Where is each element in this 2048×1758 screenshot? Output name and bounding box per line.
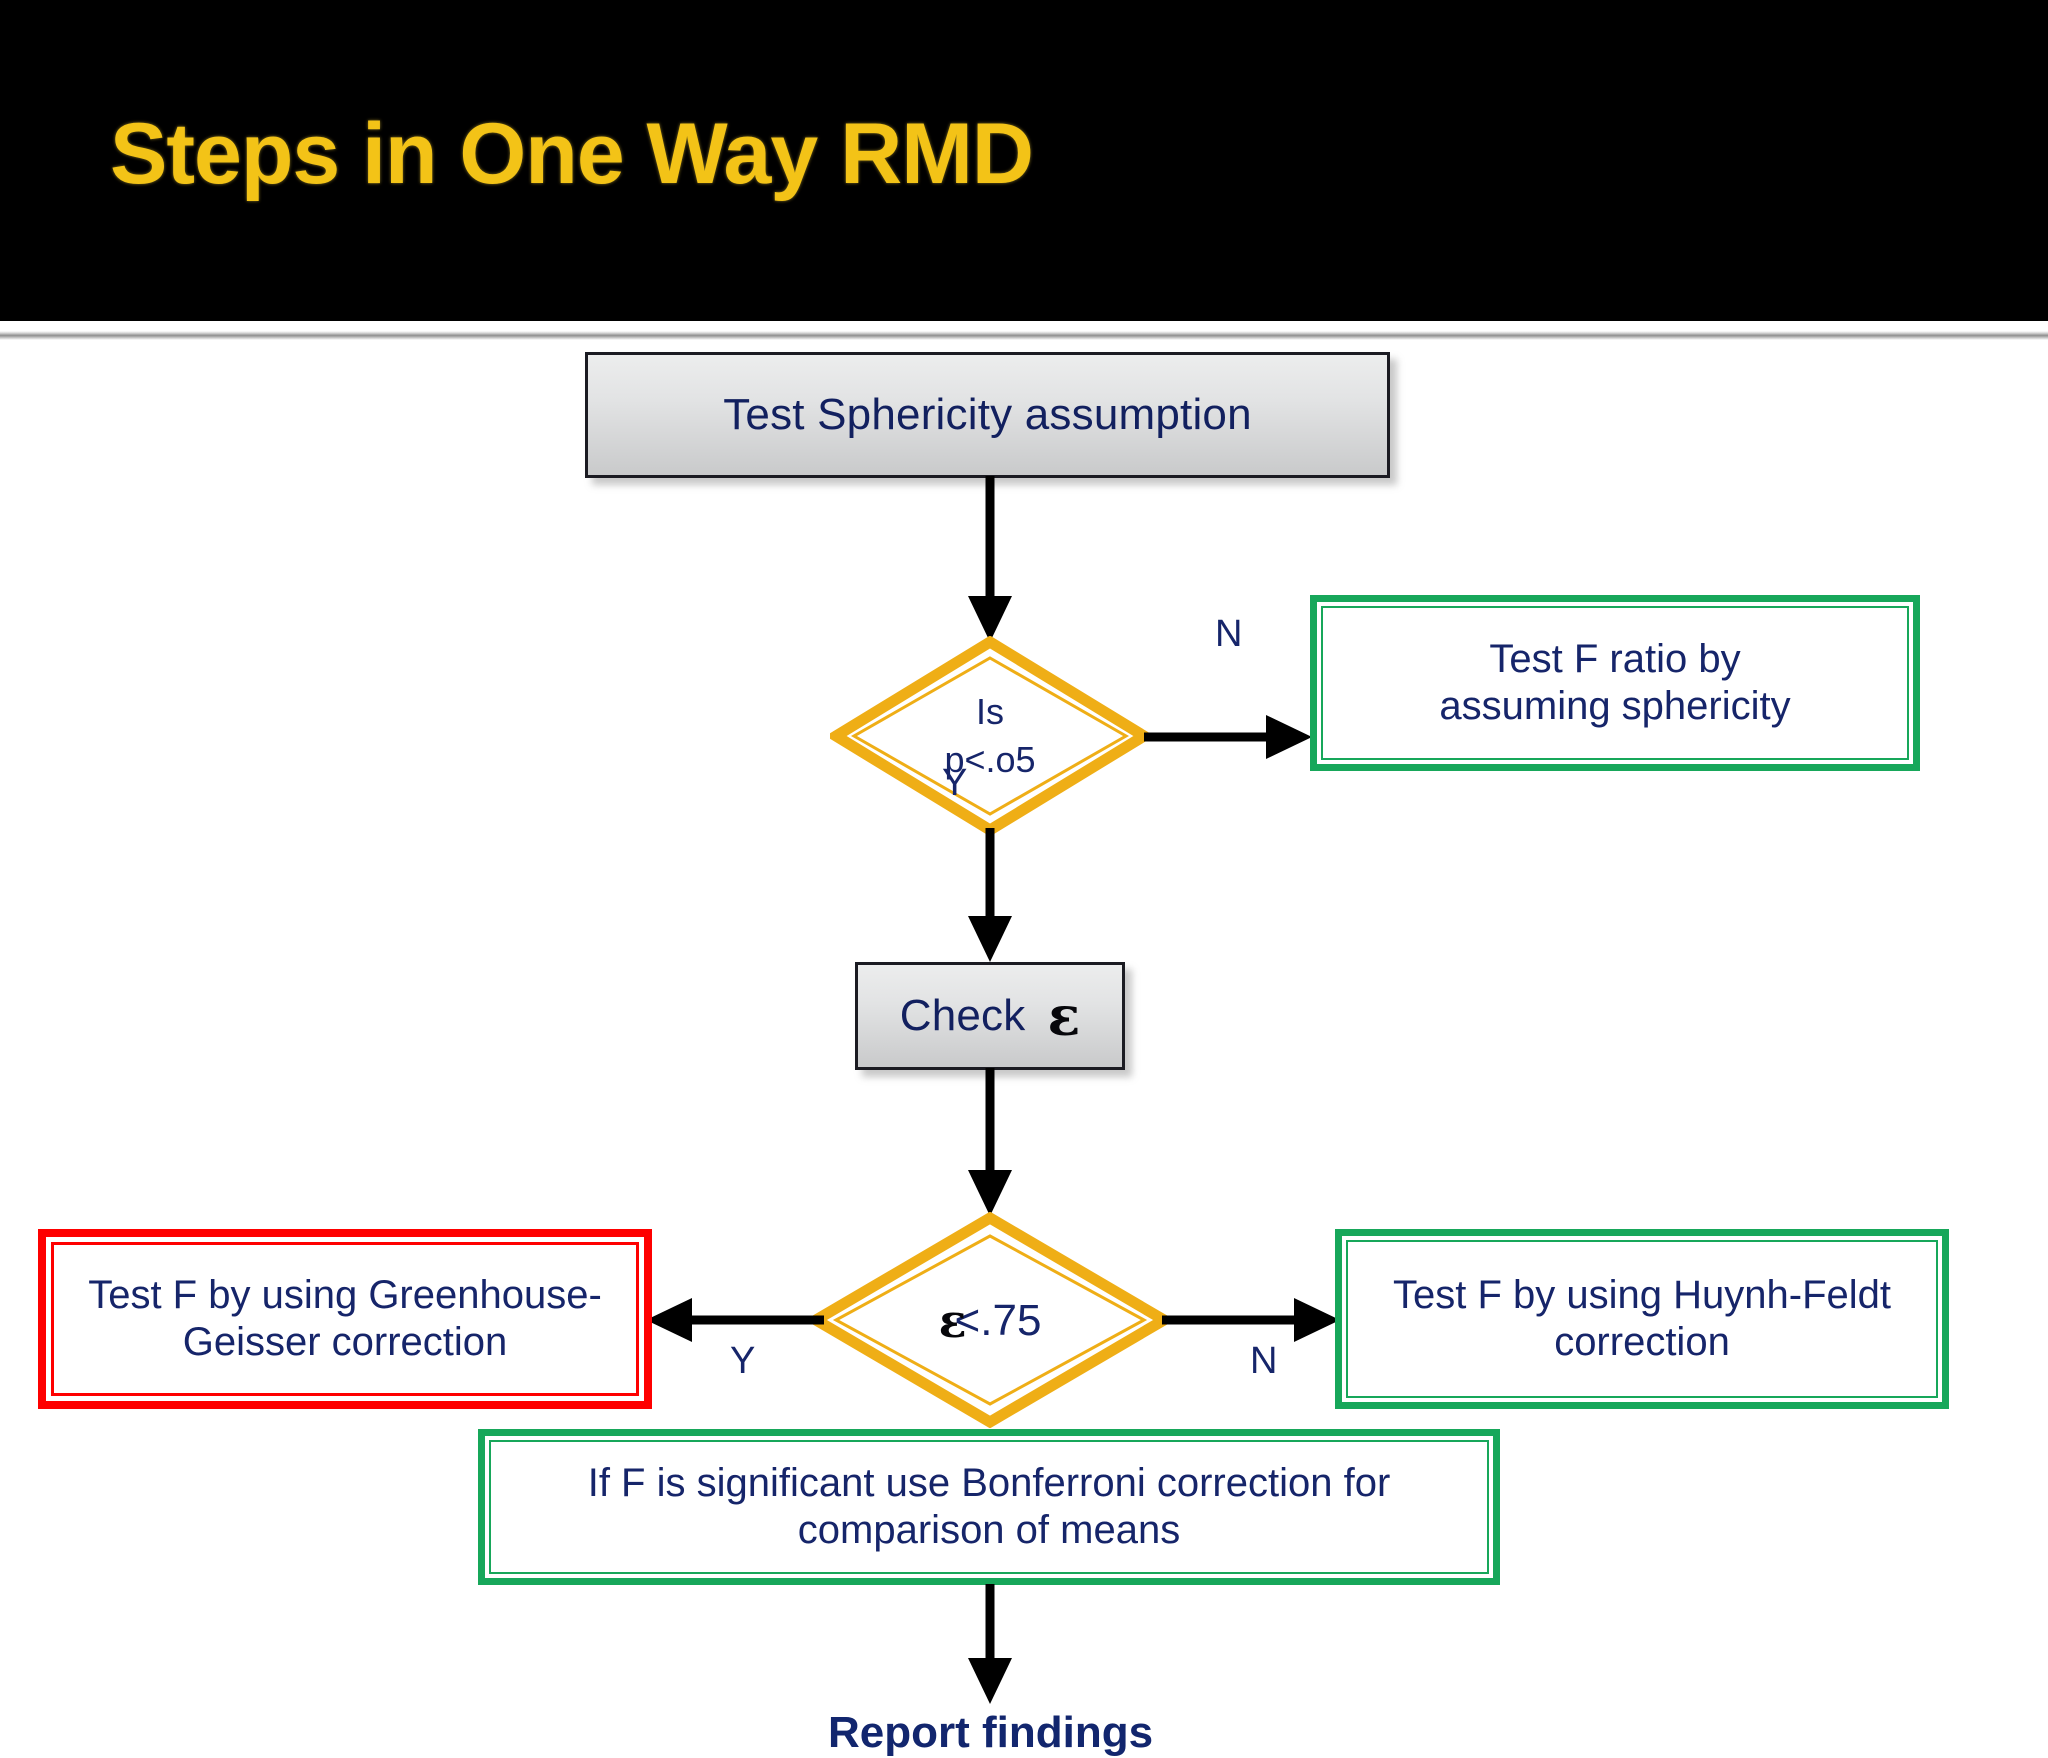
connector-check-to-decision2: [968, 1068, 1012, 1216]
header-divider: [0, 331, 2048, 340]
node-label: Test Sphericity assumption: [723, 390, 1252, 439]
node-label: Test F by using Greenhouse- Geisser corr…: [88, 1272, 602, 1364]
box-inner: Test F by using Huynh-Feldt correction: [1346, 1240, 1938, 1398]
connector-decision2-to-greenhouse: [646, 1298, 824, 1342]
page-title: Steps in One Way RMD: [110, 106, 1034, 202]
box-inner: Test F ratio by assuming sphericity: [1321, 606, 1909, 760]
node-label: Check: [899, 991, 1026, 1040]
connector-bonferroni-to-report: [968, 1584, 1012, 1704]
node-test-f-ratio-assuming-sphericity[interactable]: Test F ratio by assuming sphericity: [1310, 595, 1920, 771]
node-huynh-feldt-correction[interactable]: Test F by using Huynh-Feldt correction: [1335, 1229, 1949, 1409]
node-label: Test F by using Huynh-Feldt correction: [1393, 1272, 1891, 1364]
node-report-findings: Report findings: [828, 1708, 1154, 1757]
connector-decision2-to-huynh: [1162, 1298, 1340, 1342]
connector-decision1-to-check: [968, 828, 1012, 962]
title-band: Steps in One Way RMD: [0, 0, 2048, 321]
node-check-epsilon[interactable]: Check ε: [855, 962, 1125, 1070]
connector-decision1-to-testfratio: [1144, 715, 1312, 759]
epsilon-symbol: ε: [1047, 984, 1081, 1048]
node-test-sphericity-assumption[interactable]: Test Sphericity assumption: [585, 352, 1390, 478]
box-inner: Test F by using Greenhouse- Geisser corr…: [51, 1242, 639, 1396]
box-inner: If F is significant use Bonferroni corre…: [489, 1440, 1489, 1574]
node-label: Test F ratio by assuming sphericity: [1439, 636, 1791, 728]
decision-epsilon-lt-075[interactable]: ε <.75: [805, 1211, 1175, 1429]
node-label: If F is significant use Bonferroni corre…: [587, 1460, 1391, 1552]
diamond-shape-icon: [805, 1211, 1175, 1429]
edge-label-decision2-no: N: [1250, 1340, 1278, 1382]
diamond-shape-icon: [825, 635, 1155, 837]
node-bonferroni-correction[interactable]: If F is significant use Bonferroni corre…: [478, 1429, 1500, 1585]
edge-label-decision1-no: N: [1215, 613, 1243, 655]
node-greenhouse-geisser-correction[interactable]: Test F by using Greenhouse- Geisser corr…: [38, 1229, 652, 1409]
decision-is-p-lt-05[interactable]: Is p<.o5: [825, 635, 1155, 837]
connector-start-to-decision1: [968, 476, 1012, 642]
edge-label-decision1-yes: Y: [942, 762, 968, 804]
flowchart-canvas: Test Sphericity assumption Is p<.o5 N Te…: [0, 340, 2048, 1757]
edge-label-decision2-yes: Y: [730, 1340, 756, 1382]
